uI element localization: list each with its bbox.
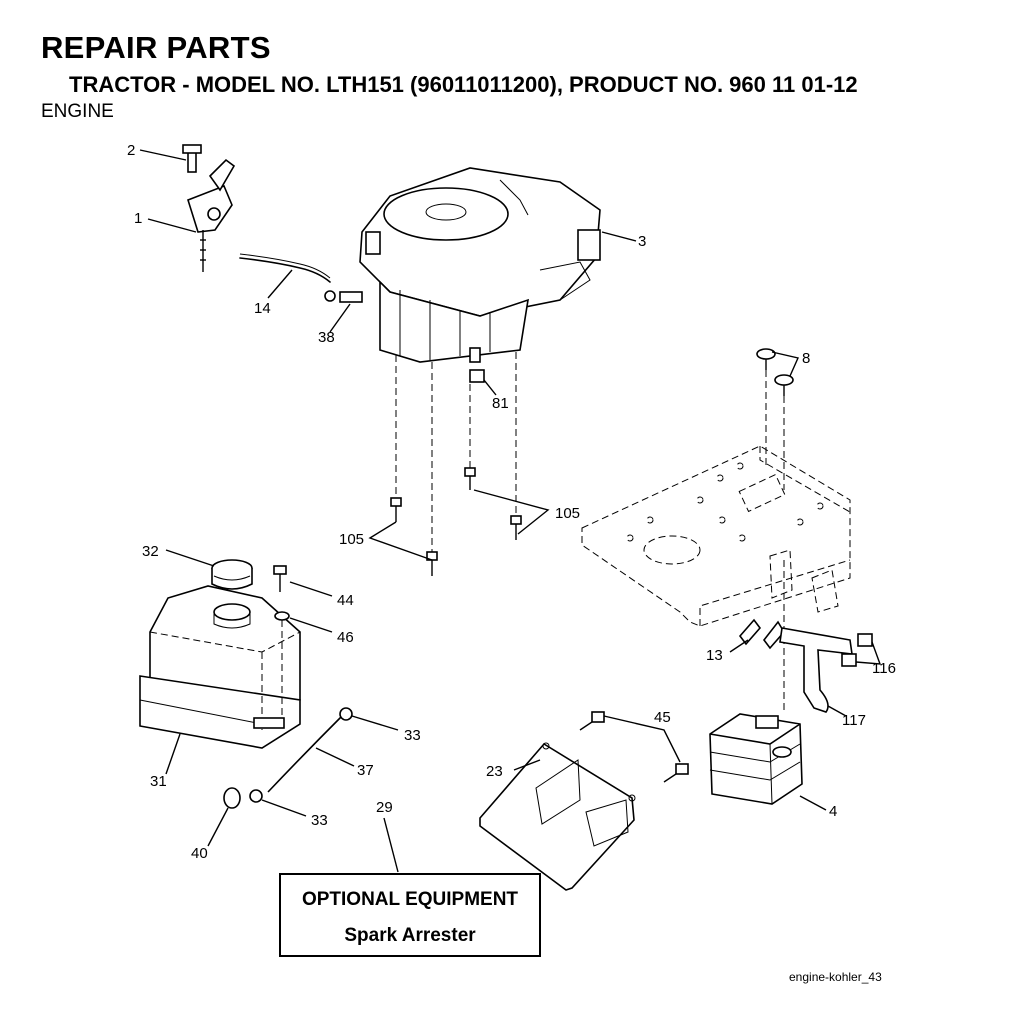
leader-44 xyxy=(289,581,333,597)
engine-assembly xyxy=(359,167,601,363)
fuel-tank-31 xyxy=(139,585,301,749)
model-subtitle: TRACTOR - MODEL NO. LTH151 (96011011200)… xyxy=(69,72,858,97)
callout-45: 45 xyxy=(654,709,671,726)
nut-81 xyxy=(469,369,485,383)
callout-117: 117 xyxy=(842,712,866,729)
leader-3 xyxy=(601,231,637,242)
diagram-caption: engine-kohler_43 xyxy=(789,970,882,984)
callout-105-left: 105 xyxy=(339,531,364,548)
callout-13: 13 xyxy=(706,647,723,664)
callout-40: 40 xyxy=(191,845,208,862)
bushing-40 xyxy=(223,787,241,809)
callout-38: 38 xyxy=(318,329,335,346)
leader-116 xyxy=(855,641,882,665)
callout-33-lower: 33 xyxy=(311,812,328,829)
callout-2: 2 xyxy=(127,142,135,159)
leader-117 xyxy=(827,705,847,717)
fuel-line-37 xyxy=(267,713,345,793)
callout-81: 81 xyxy=(492,395,509,412)
screw-44 xyxy=(273,565,287,575)
leader-4 xyxy=(799,795,827,811)
leader-38 xyxy=(329,303,351,333)
leader-105b xyxy=(473,489,550,535)
screws-45 xyxy=(579,711,689,783)
callout-3: 3 xyxy=(638,233,646,250)
tractor-frame xyxy=(581,445,851,627)
leader-33b xyxy=(261,799,307,817)
optional-equipment-item: Spark Arrester xyxy=(344,925,476,946)
leader-13 xyxy=(729,639,749,653)
leader-29 xyxy=(383,817,399,873)
throttle-control-assembly xyxy=(182,144,236,272)
leader-31 xyxy=(165,733,181,775)
leader-14 xyxy=(267,269,293,299)
callout-29: 29 xyxy=(376,799,393,816)
section-name: ENGINE xyxy=(41,101,114,122)
hose-clamp xyxy=(324,290,336,302)
leader-23 xyxy=(513,759,541,771)
fuel-hose-14 xyxy=(239,257,331,283)
engine-bolts-105 xyxy=(390,467,522,576)
callout-14: 14 xyxy=(254,300,271,317)
clamp-33-upper xyxy=(339,707,353,721)
exhaust-nuts-116 xyxy=(841,633,873,667)
callout-1: 1 xyxy=(134,210,142,227)
leader-2 xyxy=(139,149,187,161)
callout-37: 37 xyxy=(357,762,374,779)
leader-37 xyxy=(315,747,355,767)
heat-shield-23 xyxy=(479,742,636,891)
callout-46: 46 xyxy=(337,629,354,646)
callout-33-upper: 33 xyxy=(404,727,421,744)
callout-32: 32 xyxy=(142,543,159,560)
fuel-cap-32 xyxy=(211,559,253,590)
leader-33a xyxy=(351,715,399,731)
leader-40 xyxy=(207,807,229,847)
exhaust-gaskets-13 xyxy=(738,618,785,650)
leader-32 xyxy=(165,549,215,567)
leader-105a xyxy=(368,521,433,561)
callout-44: 44 xyxy=(337,592,354,609)
callout-23: 23 xyxy=(486,763,503,780)
optional-equipment-title: OPTIONAL EQUIPMENT xyxy=(301,889,519,910)
clamp-33-lower xyxy=(249,789,263,803)
exhaust-pipe-117 xyxy=(779,627,853,713)
engine-stud xyxy=(469,347,481,363)
callout-105-right: 105 xyxy=(555,505,580,522)
leader-46 xyxy=(289,617,333,633)
callout-116: 116 xyxy=(872,660,896,677)
leader-81 xyxy=(483,379,497,396)
leader-8 xyxy=(771,351,799,377)
screws-8 xyxy=(756,348,794,396)
callout-4: 4 xyxy=(829,803,837,820)
leader-45 xyxy=(603,715,681,763)
callout-31: 31 xyxy=(150,773,167,790)
leader-1 xyxy=(147,218,197,233)
muffler-4 xyxy=(709,713,803,805)
callout-8: 8 xyxy=(802,350,810,367)
washer-46 xyxy=(274,611,290,621)
optional-equipment-box: OPTIONAL EQUIPMENT Spark Arrester xyxy=(279,873,541,957)
fuel-fitting-38 xyxy=(339,291,363,303)
page-title: REPAIR PARTS xyxy=(41,30,271,65)
